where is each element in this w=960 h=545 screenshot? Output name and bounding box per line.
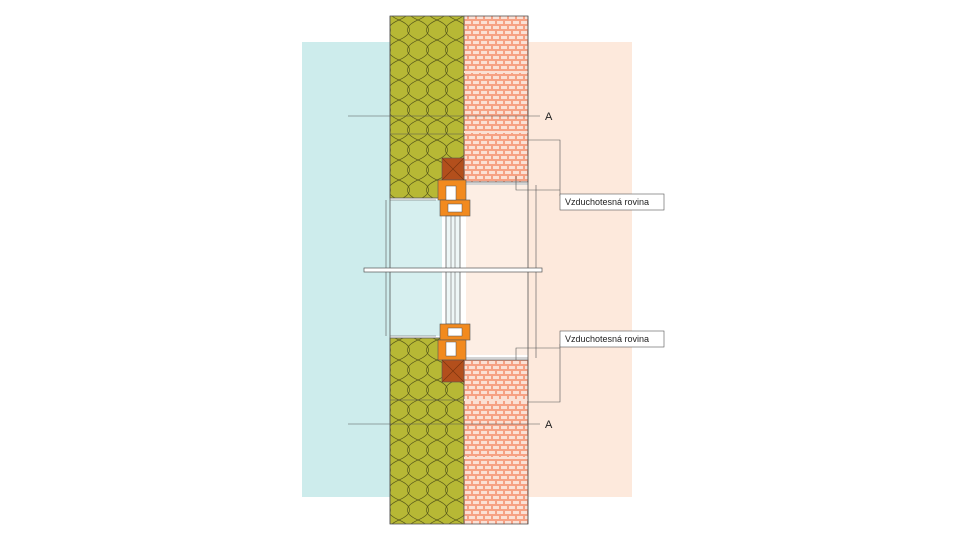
horizontal-section-break (363, 267, 543, 273)
interior-zone (528, 42, 632, 497)
section-marker-lower: A (545, 419, 553, 431)
airtight-label-lower: Vzduchotesná rovina (565, 334, 649, 344)
airtight-label-box-lower (559, 330, 665, 348)
airtight-label-upper: Vzduchotesná rovina (565, 197, 649, 207)
airtight-leader-upper (528, 139, 561, 196)
section-marker-upper: A (545, 111, 553, 123)
airtight-label-box-upper (559, 193, 665, 211)
masonry-lower (463, 359, 529, 525)
airtight-leader-lower (528, 344, 561, 403)
masonry-upper (463, 15, 529, 183)
